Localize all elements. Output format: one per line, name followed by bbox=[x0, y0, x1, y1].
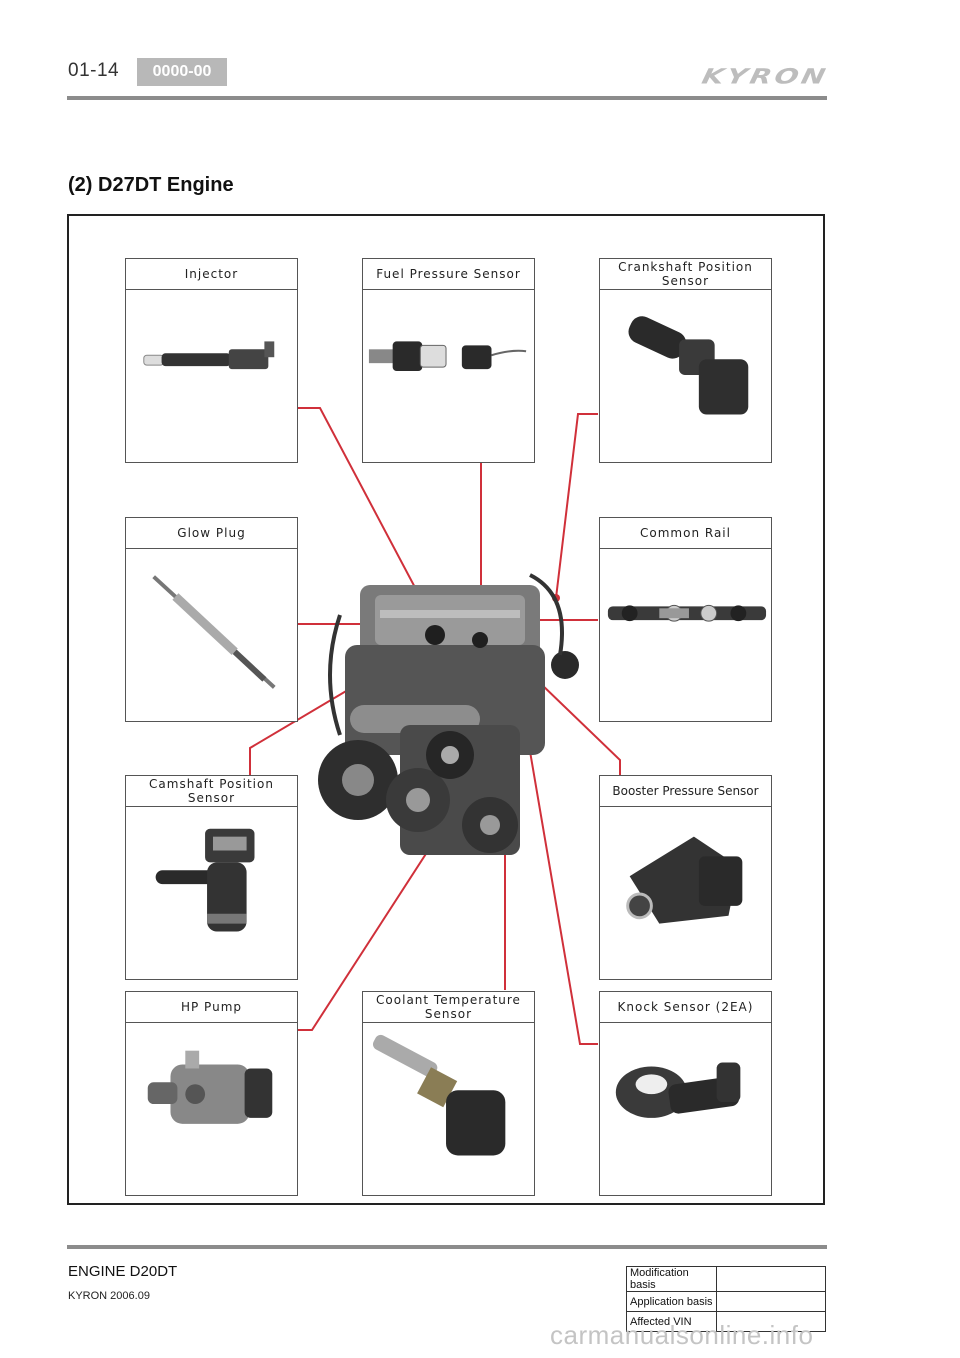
leader-injector bbox=[298, 407, 429, 613]
booster-sensor-icon bbox=[600, 807, 771, 979]
panel-injector: Injector bbox=[125, 258, 298, 463]
leader-crankshaft bbox=[555, 413, 598, 599]
leader-booster bbox=[511, 655, 621, 775]
footer-subtitle: KYRON 2006.09 bbox=[68, 1290, 150, 1302]
panel-label: Camshaft Position Sensor bbox=[126, 776, 297, 807]
fuel-pressure-sensor-icon bbox=[363, 290, 534, 462]
injector-icon bbox=[126, 290, 297, 462]
panel-label: Coolant Temperature Sensor bbox=[363, 992, 534, 1023]
table-value bbox=[716, 1266, 826, 1292]
coolant-sensor-icon bbox=[363, 1023, 534, 1195]
table-value bbox=[716, 1291, 826, 1312]
panel-label: Injector bbox=[126, 259, 297, 290]
table-key: Affected VIN bbox=[626, 1311, 717, 1332]
panel-label: Knock Sensor (2EA) bbox=[600, 992, 771, 1023]
table-value bbox=[716, 1311, 826, 1332]
panel-common-rail: Common Rail bbox=[599, 517, 772, 722]
section-title: (2) D27DT Engine bbox=[68, 174, 234, 196]
panel-booster-pressure-sensor: Booster Pressure Sensor bbox=[599, 775, 772, 980]
leader-camshaft bbox=[249, 683, 359, 775]
section-code-badge: 0000-00 bbox=[137, 58, 227, 86]
modification-table: Modification basis Application basis Aff… bbox=[626, 1266, 826, 1332]
panel-label: Crankshaft Position Sensor bbox=[600, 259, 771, 290]
footer-rule bbox=[67, 1245, 827, 1249]
panel-label: Common Rail bbox=[600, 518, 771, 549]
watermark: carmanualsonline.info bbox=[550, 1320, 814, 1350]
leader-knock bbox=[524, 721, 598, 1045]
panel-coolant-temperature-sensor: Coolant Temperature Sensor bbox=[362, 991, 535, 1196]
panel-label: Booster Pressure Sensor bbox=[600, 776, 771, 807]
glow-plug-icon bbox=[126, 549, 297, 721]
panel-knock-sensor: Knock Sensor (2EA) bbox=[599, 991, 772, 1196]
panel-glow-plug: Glow Plug bbox=[125, 517, 298, 722]
panel-camshaft-position-sensor: Camshaft Position Sensor bbox=[125, 775, 298, 980]
footer-title: ENGINE D20DT bbox=[68, 1263, 178, 1280]
panel-label: HP Pump bbox=[126, 992, 297, 1023]
table-row: Application basis bbox=[626, 1291, 826, 1312]
table-row: Modification basis bbox=[626, 1266, 826, 1292]
panel-fuel-pressure-sensor: Fuel Pressure Sensor bbox=[362, 258, 535, 463]
leader-hp-pump bbox=[298, 777, 476, 1031]
panel-crankshaft-position-sensor: Crankshaft Position Sensor bbox=[599, 258, 772, 463]
engine-illustration bbox=[318, 573, 579, 855]
diagram-frame bbox=[67, 214, 825, 1205]
header-rule bbox=[67, 96, 827, 100]
panel-label: Glow Plug bbox=[126, 518, 297, 549]
common-rail-icon bbox=[600, 549, 771, 721]
knock-sensor-icon bbox=[600, 1023, 771, 1195]
table-key: Modification basis bbox=[626, 1266, 717, 1292]
crankshaft-sensor-icon bbox=[600, 290, 771, 462]
panel-hp-pump: HP Pump bbox=[125, 991, 298, 1196]
panel-label: Fuel Pressure Sensor bbox=[363, 259, 534, 290]
table-row: Affected VIN bbox=[626, 1311, 826, 1332]
camshaft-sensor-icon bbox=[126, 807, 297, 979]
page-number: 01-14 bbox=[68, 60, 120, 81]
hp-pump-icon bbox=[126, 1023, 297, 1195]
table-key: Application basis bbox=[626, 1291, 717, 1312]
